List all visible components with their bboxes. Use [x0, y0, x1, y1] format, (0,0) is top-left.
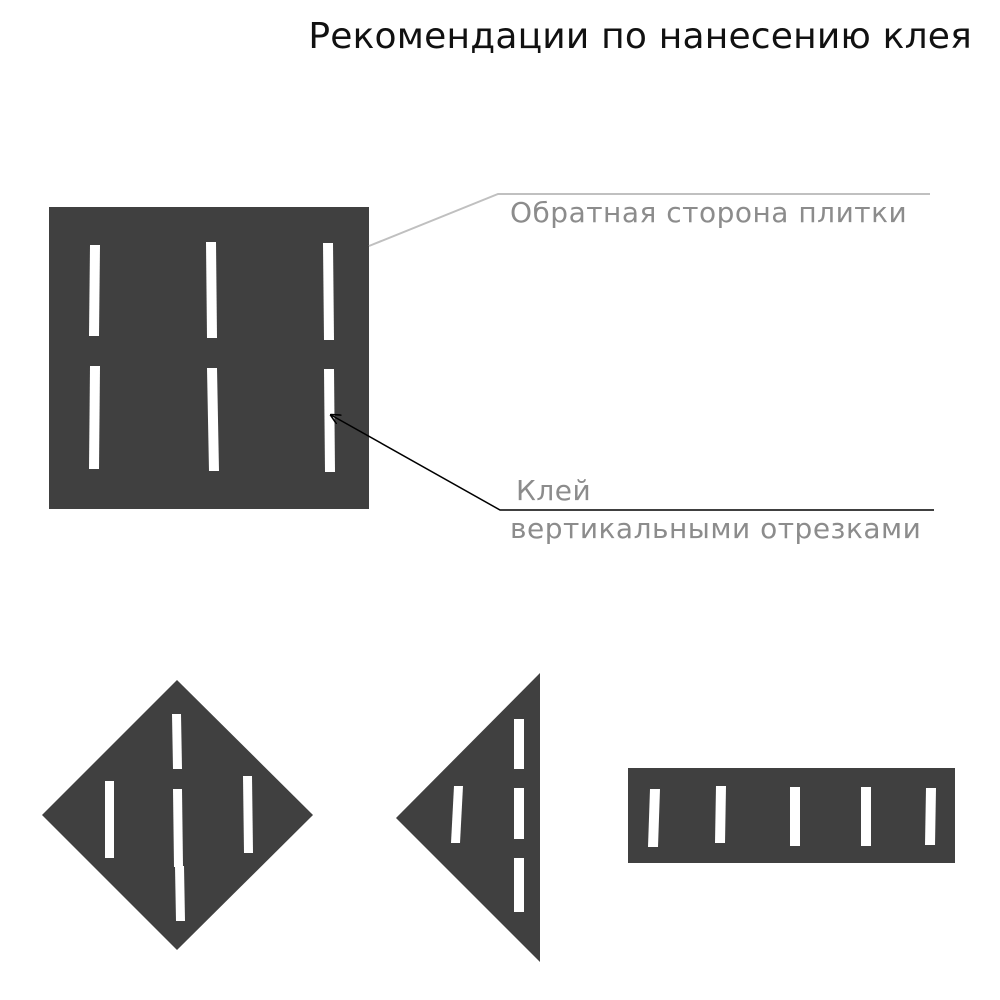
- glue-strip: [206, 242, 217, 338]
- glue-strip: [451, 786, 463, 843]
- glue-strip: [175, 866, 185, 921]
- rectangle-tile: [628, 768, 955, 863]
- glue-strip: [105, 781, 114, 858]
- page-title: Рекомендации по нанесению клея: [308, 16, 972, 57]
- callout-glue: [331, 415, 934, 511]
- callout-line-back-side: [368, 193, 930, 247]
- label-glue-vertical-strips: Клей вертикальными отрезками: [510, 472, 921, 548]
- callout-arrow-glue: [331, 415, 934, 511]
- glue-strip: [514, 719, 524, 769]
- glue-strip: [243, 776, 253, 853]
- square-tile: [49, 207, 369, 509]
- glue-strip: [648, 789, 660, 847]
- glue-strip: [324, 369, 335, 472]
- glue-strip: [323, 243, 334, 340]
- label-glue-line-2: вертикальными отрезками: [510, 512, 922, 545]
- diamond-tile: [42, 680, 313, 950]
- glue-strip: [207, 368, 219, 471]
- glue-strip: [89, 245, 100, 336]
- label-glue-line-1: Клей: [516, 474, 592, 507]
- glue-strip: [173, 789, 183, 867]
- triangle-tile-body: [396, 673, 540, 962]
- glue-strip: [861, 787, 871, 846]
- glue-strip: [925, 788, 936, 845]
- label-tile-back-side: Обратная сторона плитки: [510, 196, 908, 229]
- glue-strip: [715, 786, 726, 843]
- glue-strip: [790, 787, 800, 846]
- glue-strip: [89, 366, 100, 469]
- callout-back-side: [368, 193, 930, 247]
- glue-strip: [172, 714, 182, 769]
- triangle-tile: [396, 673, 540, 962]
- glue-strip: [514, 788, 524, 839]
- glue-strip: [514, 858, 524, 912]
